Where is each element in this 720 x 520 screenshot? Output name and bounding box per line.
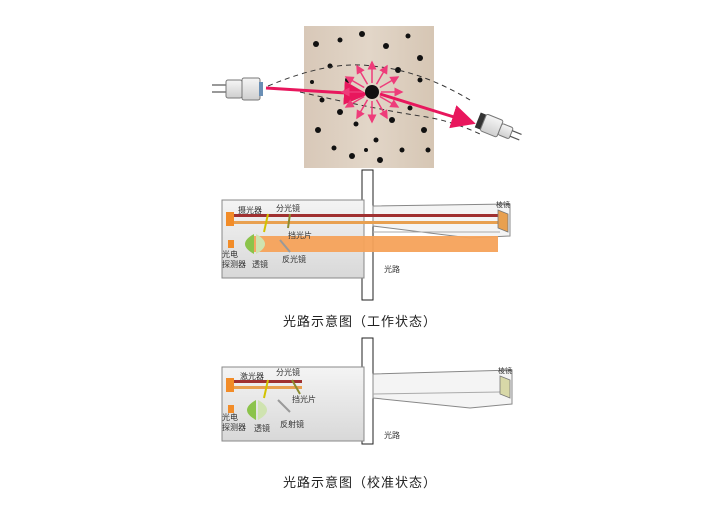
detector-block-cal (228, 405, 234, 413)
particle-dot (353, 121, 359, 127)
scatter-ray (356, 64, 369, 85)
housing-cal (221, 366, 365, 442)
emitter-block-work (226, 212, 234, 226)
reflector-work (279, 239, 291, 253)
caption-cal: 光路示意图（校准状态） (282, 476, 437, 491)
measure-beam-work (254, 236, 498, 252)
particle-dot (399, 147, 405, 153)
receiver-icon (474, 112, 522, 141)
label-emitter-cal: 激光器 (240, 371, 264, 381)
particle-dot (359, 31, 365, 37)
label-lens-work: 透镜 (252, 259, 268, 269)
label-reflector-cal: 反射镜 (280, 419, 304, 429)
probe-rail-cal (372, 391, 501, 395)
particle-dot (310, 80, 314, 84)
lens-work (245, 234, 254, 254)
scatter-ray (344, 76, 365, 89)
label-shutter-cal: 挡光片 (292, 394, 316, 404)
particle-dot (315, 127, 321, 133)
scatter-panel (212, 26, 522, 168)
particle-dot (389, 117, 395, 123)
diagram-work: 摄光器 分光镜 挡光片 光电 探测器 透镜 反光镜 棱镜 光路 (221, 199, 511, 279)
central-particle (365, 85, 379, 99)
label-detector-work: 光电 探测器 (222, 249, 246, 269)
particle-dot (417, 55, 423, 61)
particle-dot (395, 67, 401, 73)
particle-dot (425, 147, 431, 153)
particle-dot (337, 109, 343, 115)
emitter-icon (212, 77, 263, 101)
particles (310, 31, 431, 163)
probe-tube-cal (372, 369, 513, 409)
corner-reflector-work (497, 209, 509, 233)
lens-cal (247, 400, 256, 420)
reflector-cal (277, 399, 291, 413)
emitter-block-cal (226, 378, 234, 392)
label-detector-work-line2: 探测器 (222, 259, 246, 269)
label-lens-cal: 透镜 (254, 423, 270, 433)
scatter-ray (379, 76, 400, 89)
shutter-cal (291, 379, 301, 395)
label-corner-cal: 棱镜 (498, 366, 512, 375)
scattered-rays (340, 60, 404, 124)
label-beam-work: 光路 (384, 264, 400, 274)
label-emitter-work: 摄光器 (238, 205, 262, 215)
label-detector-work-line1: 光电 (222, 249, 238, 259)
particle-dot (313, 41, 319, 47)
lens-back-cal (258, 400, 267, 420)
scatter-ray (375, 64, 388, 85)
corner-reflector-cal (499, 375, 511, 399)
scattered-beam (379, 92, 476, 129)
scatter-ray (379, 95, 400, 108)
label-splitter-cal: 分光镜 (276, 367, 300, 377)
particle-dot (373, 137, 379, 143)
particle-dot (417, 77, 423, 83)
label-splitter-work: 分光镜 (276, 203, 300, 213)
laser-line-work (232, 214, 506, 217)
particle-dot (364, 148, 368, 152)
label-beam-cal: 光路 (384, 430, 400, 440)
label-corner-work: 棱镜 (496, 200, 510, 209)
scatter-ray (344, 95, 365, 108)
scatter-ray (356, 99, 369, 120)
particle-dot (383, 43, 389, 49)
particle-dot (421, 127, 427, 133)
label-detector-cal-line1: 光电 (222, 412, 238, 422)
particle-dot (337, 37, 343, 43)
detector-block-work (228, 240, 234, 248)
particle-dot (327, 63, 333, 69)
label-shutter-work: 挡光片 (288, 230, 312, 240)
shutter-work (287, 213, 291, 229)
label-reflector-work: 反光镜 (282, 254, 306, 264)
particle-dot (331, 145, 337, 151)
return-line-work (232, 221, 506, 224)
lens-back-work (256, 234, 265, 254)
particle-dot (405, 33, 411, 39)
label-detector-cal-line2: 探测器 (222, 422, 246, 432)
dashed-envelope-top (267, 64, 471, 101)
particle-dot (377, 157, 383, 163)
splitter-cal (263, 379, 269, 399)
splitter-work (263, 213, 269, 233)
diagram-cal: 激光器 分光镜 挡光片 光电 探测器 透镜 反射镜 棱镜 光路 (221, 366, 513, 442)
particle-dot (349, 153, 355, 159)
scatter-ray (375, 99, 388, 120)
particle-dot (407, 105, 413, 111)
label-detector-cal: 光电 探测器 (222, 412, 246, 432)
caption-work: 光路示意图（工作状态） (282, 315, 437, 330)
particle-dot (319, 97, 325, 103)
